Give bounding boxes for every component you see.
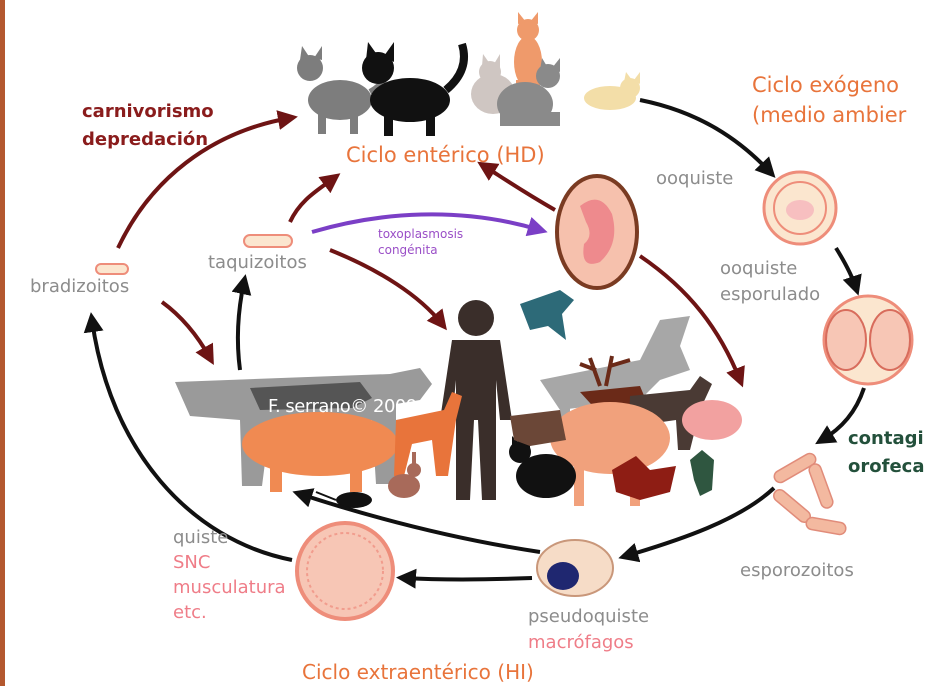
bradyzoite-icon: [96, 264, 128, 274]
label-ciclo-enterico: Ciclo entérico (HD): [346, 143, 545, 167]
dog-silhouette-brown: [510, 410, 566, 446]
label-esporozoitos: esporozoitos: [740, 560, 854, 581]
label-ooquiste-esporulado-1: ooquiste: [720, 258, 797, 279]
arrow-ooquiste-to-esporulado: [836, 248, 856, 288]
arrow-pseudoquiste-to-quiste: [404, 578, 532, 580]
label-etc: etc.: [173, 602, 207, 623]
copyright-credit: F. serrano© 2009: [268, 396, 417, 417]
arrow-cats-to-ooquiste: [640, 100, 770, 172]
tachyzoite-icon: [244, 235, 292, 247]
label-taquizoitos: taquizoitos: [208, 252, 307, 273]
tissue-cyst-icon: [297, 523, 393, 619]
arrow-fetus-to-cats: [484, 166, 555, 210]
pig-silhouette-pink: [682, 400, 742, 440]
bird-silhouette-green: [690, 450, 714, 496]
arrow-esporozoitos-to-pseudoquiste: [626, 488, 774, 556]
pseudocyst-icon: [537, 540, 613, 596]
pig-silhouette-orange: [242, 412, 398, 492]
oocyst-icon: [764, 172, 836, 244]
arrow-cow-to-taquizoitos: [238, 282, 244, 370]
label-medio-ambiente: (medio ambier: [752, 103, 906, 127]
label-bradizoitos: bradizoitos: [30, 276, 129, 297]
label-ciclo-exogeno: Ciclo exógeno: [752, 73, 899, 97]
arrow-taquizoitos-to-cats: [290, 178, 334, 222]
label-macrofagos: macrófagos: [528, 632, 634, 653]
label-orofecal: orofeca: [848, 456, 924, 477]
label-pseudoquiste: pseudoquiste: [528, 606, 649, 627]
label-depredacion: depredación: [82, 129, 208, 150]
sporozoite-icon: [771, 451, 846, 535]
label-contagio: contagi: [848, 428, 924, 449]
label-ooquiste-esporulado-2: esporulado: [720, 284, 820, 305]
label-snc: SNC: [173, 552, 210, 573]
arrow-bradizoitos-to-cow: [162, 302, 210, 358]
cat-silhouette-black: [362, 42, 464, 136]
bird-silhouette-blue: [520, 290, 574, 340]
label-ooquiste: ooquiste: [656, 168, 733, 189]
cat-silhouette-cream-lying: [584, 72, 640, 110]
label-quiste: quiste: [173, 527, 228, 548]
arrow-taquizoitos-to-human: [330, 250, 442, 324]
label-carnivorismo: carnivorismo: [82, 101, 214, 122]
label-toxoplasmosis: toxoplasmosis: [378, 227, 463, 241]
label-musculatura: musculatura: [173, 577, 286, 598]
label-ciclo-extraenterico: Ciclo extraentérico (HI): [302, 660, 534, 684]
sporulated-oocyst-icon: [824, 296, 912, 384]
fetus-icon: [557, 176, 637, 288]
label-congenita: congénita: [378, 243, 438, 257]
